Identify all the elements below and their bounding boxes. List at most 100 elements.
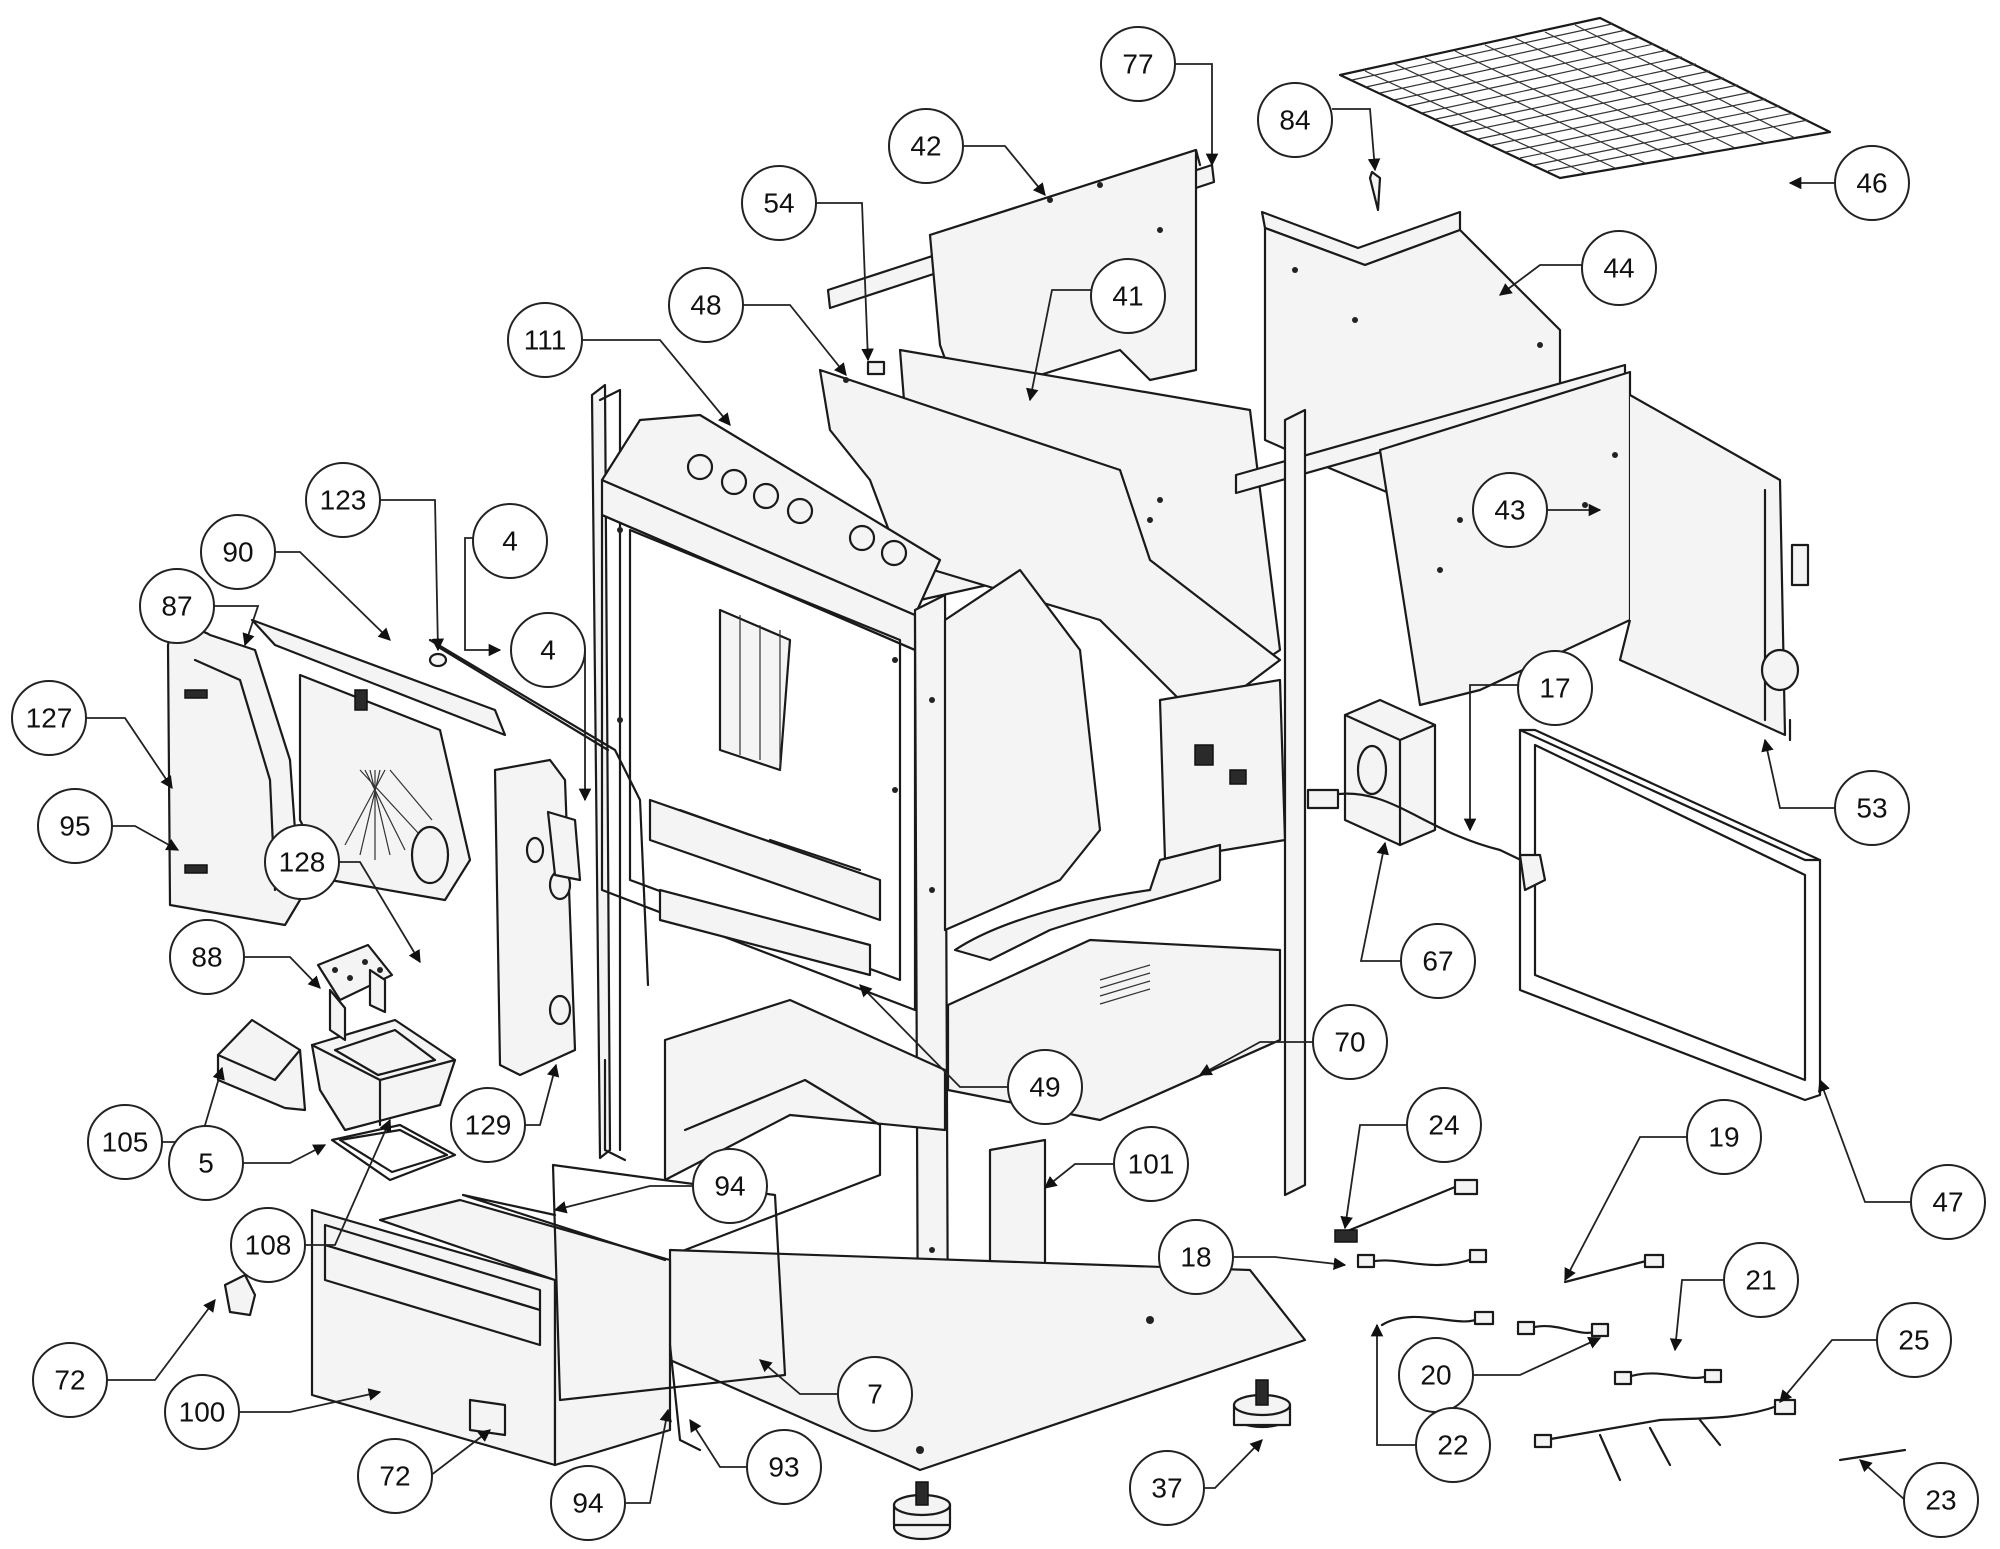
callout-108-label: 108 (245, 1230, 292, 1261)
callout-7: 7 (837, 1356, 913, 1432)
callout-42: 42 (888, 108, 964, 184)
callout-18: 18 (1158, 1219, 1234, 1295)
screw-part-123 (428, 652, 448, 668)
callout-20: 20 (1398, 1337, 1474, 1413)
callout-67-label: 67 (1422, 946, 1453, 977)
callout-42-label: 42 (910, 131, 941, 162)
side-panel-part-53 (1618, 394, 1810, 742)
callout-88-label: 88 (191, 942, 222, 973)
callout-37-label: 37 (1151, 1473, 1182, 1504)
callout-23: 23 (1903, 1462, 1979, 1538)
callout-53-label: 53 (1856, 793, 1887, 824)
callout-77: 77 (1100, 26, 1176, 102)
callout-87: 87 (139, 568, 215, 644)
callout-84-label: 84 (1279, 105, 1310, 136)
callout-54-label: 54 (763, 188, 794, 219)
callout-25-label: 25 (1898, 1325, 1929, 1356)
callout-7-label: 7 (867, 1379, 883, 1410)
callout-72-left-label: 72 (54, 1365, 85, 1396)
cover-part-105 (216, 1018, 307, 1112)
callout-46: 46 (1834, 145, 1910, 221)
main-frame (590, 383, 1307, 1372)
callout-53: 53 (1834, 770, 1910, 846)
power-cord-part-17 (1306, 788, 1547, 892)
callout-100: 100 (164, 1374, 240, 1450)
callout-43: 43 (1472, 472, 1548, 548)
callout-4-upper-label: 4 (502, 526, 518, 557)
callout-24: 24 (1406, 1087, 1482, 1163)
callout-94-lower: 94 (550, 1465, 626, 1541)
callout-94-lower-label: 94 (572, 1488, 603, 1519)
callout-127-label: 127 (26, 703, 73, 734)
callout-129-label: 129 (465, 1110, 512, 1141)
callout-123-label: 123 (320, 485, 367, 516)
top-bracket-part-84 (1368, 170, 1382, 212)
callout-4-lower: 4 (510, 612, 586, 688)
callout-22: 22 (1415, 1407, 1491, 1483)
callout-105: 105 (87, 1104, 163, 1180)
callout-22-label: 22 (1437, 1430, 1468, 1461)
callout-90: 90 (200, 514, 276, 590)
callout-44-label: 44 (1603, 253, 1634, 284)
deflector-part-48 (818, 368, 1282, 722)
callout-54: 54 (741, 165, 817, 241)
callout-5: 5 (168, 1125, 244, 1201)
callout-108: 108 (230, 1207, 306, 1283)
callout-19-label: 19 (1708, 1122, 1739, 1153)
callout-84: 84 (1257, 82, 1333, 158)
callout-101-label: 101 (1128, 1149, 1175, 1180)
callout-49-label: 49 (1029, 1072, 1060, 1103)
callout-48-label: 48 (690, 290, 721, 321)
callout-41-label: 41 (1112, 281, 1143, 312)
callout-37: 37 (1129, 1450, 1205, 1526)
callout-72-left: 72 (32, 1342, 108, 1418)
callout-72-bottom-label: 72 (379, 1461, 410, 1492)
wiring-harnesses (1334, 1178, 1907, 1482)
callout-101: 101 (1113, 1126, 1189, 1202)
lower-cabinet (663, 998, 1307, 1472)
burner-pot-part-108 (310, 1018, 457, 1132)
callout-67: 67 (1400, 923, 1476, 999)
callout-129: 129 (450, 1087, 526, 1163)
callout-21: 21 (1723, 1242, 1799, 1318)
callout-77-label: 77 (1122, 49, 1153, 80)
callout-87-label: 87 (161, 591, 192, 622)
callout-94-upper-label: 94 (714, 1171, 745, 1202)
callout-44: 44 (1581, 230, 1657, 306)
callout-111: 111 (507, 302, 583, 378)
callout-70-label: 70 (1334, 1027, 1365, 1058)
callout-94-upper: 94 (692, 1148, 768, 1224)
hopper-assembly-part-87 (250, 618, 507, 902)
callout-127: 127 (11, 680, 87, 756)
callout-24-label: 24 (1428, 1110, 1459, 1141)
callout-23-label: 23 (1925, 1485, 1956, 1516)
callout-47: 47 (1910, 1164, 1986, 1240)
bracket-part-88 (316, 943, 394, 1042)
callout-17: 17 (1517, 650, 1593, 726)
callout-5-label: 5 (198, 1148, 214, 1179)
callout-72-bottom: 72 (357, 1438, 433, 1514)
pin-part-54 (866, 360, 886, 376)
callout-41: 41 (1090, 258, 1166, 334)
grill-grid-part-46 (1338, 16, 1832, 180)
callout-70: 70 (1312, 1004, 1388, 1080)
callout-93-label: 93 (768, 1452, 799, 1483)
door-frame-part-47 (1518, 728, 1822, 1102)
callout-4-lower-label: 4 (540, 635, 556, 666)
leveling-foot-part-37 (892, 1379, 1292, 1541)
front-cover-part-129 (493, 758, 582, 1077)
callouts: 77 84 42 46 54 44 48 41 111 43 123 4 90 … (11, 26, 1986, 1541)
rear-bracket-part-42 (826, 148, 1216, 402)
electrical-box-part-67 (1343, 698, 1437, 847)
callout-18-label: 18 (1180, 1242, 1211, 1273)
callout-46-label: 46 (1856, 168, 1887, 199)
callout-21-label: 21 (1745, 1265, 1776, 1296)
gasket-part-5 (330, 1123, 457, 1182)
callout-93: 93 (746, 1429, 822, 1505)
ash-drawer-part-100 (310, 1198, 672, 1467)
callout-128: 128 (264, 824, 340, 900)
parts-drawing (166, 16, 1907, 1541)
callout-100-label: 100 (179, 1397, 226, 1428)
callout-49: 49 (1007, 1049, 1083, 1125)
